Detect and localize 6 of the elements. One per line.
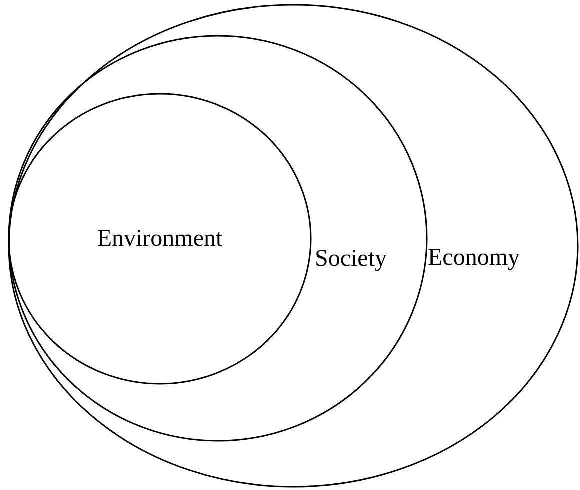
- ellipse-region: [8, 93, 312, 385]
- ellipse-region: [8, 35, 428, 442]
- region-label: Environment: [97, 225, 223, 253]
- ellipse-region: [8, 4, 579, 488]
- region-label: Economy: [428, 244, 520, 272]
- region-label: Society: [315, 245, 387, 273]
